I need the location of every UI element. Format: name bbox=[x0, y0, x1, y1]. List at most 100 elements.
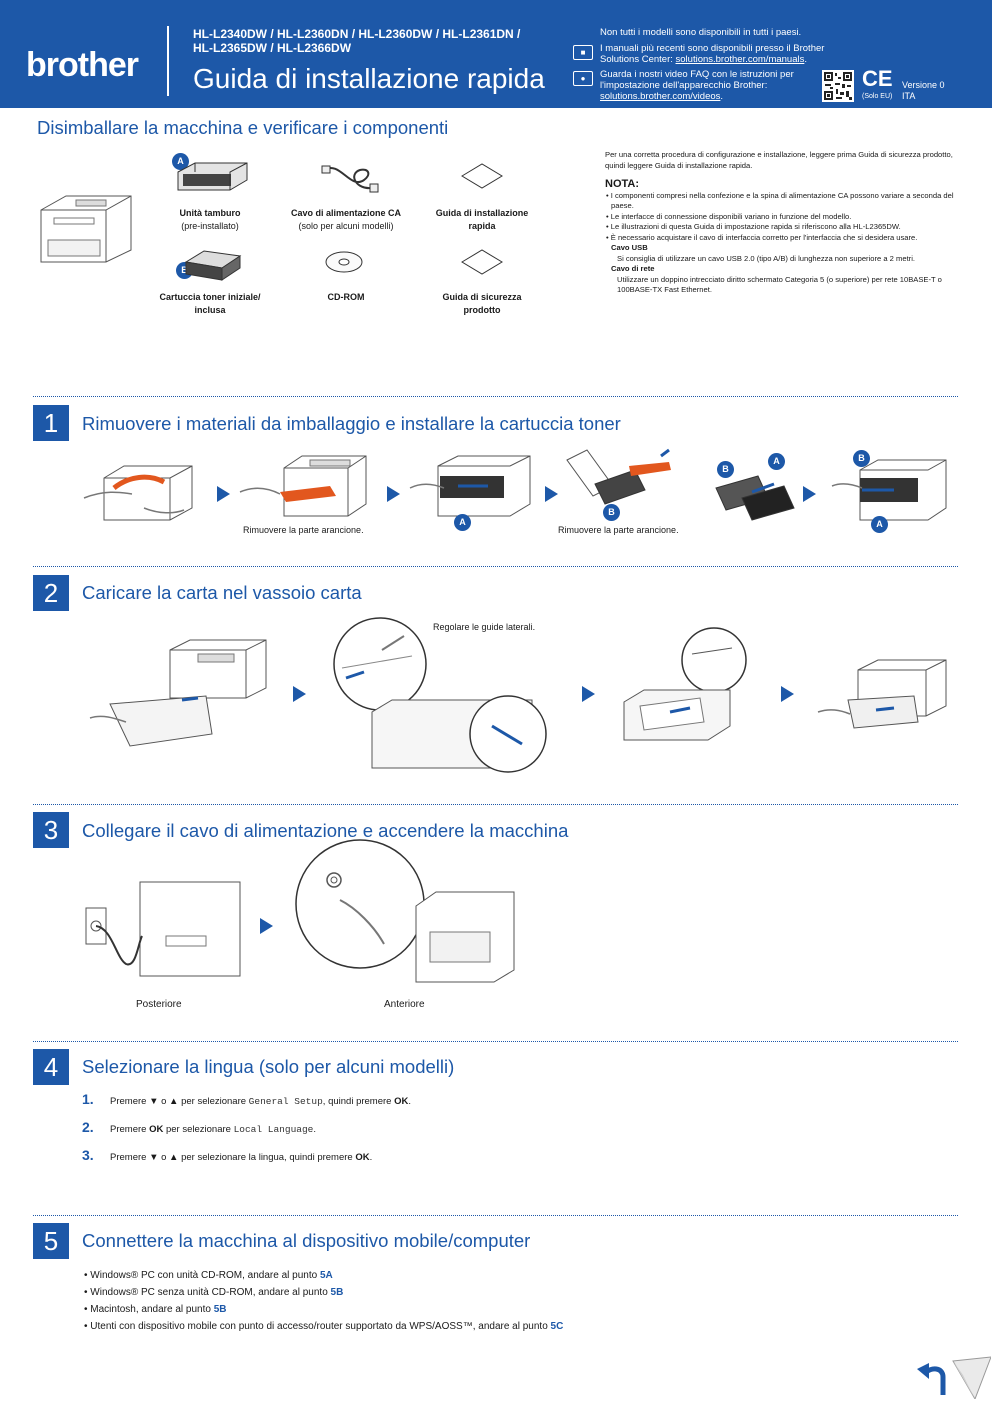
note-item: • Le illustrazioni di questa Guida di im… bbox=[606, 222, 901, 231]
connection-option: • Utenti con dispositivo mobile con punt… bbox=[84, 1321, 564, 1332]
step1-open-cover-illustration bbox=[83, 465, 193, 521]
step-2-number: 2 bbox=[33, 575, 69, 611]
drum-unit-illustration bbox=[177, 162, 248, 191]
ce-mark: CE bbox=[862, 66, 893, 91]
quick-guide-illustration bbox=[461, 163, 503, 189]
step-5-number: 5 bbox=[33, 1223, 69, 1259]
step-1-title: Rimuovere i materiali da imballaggio e i… bbox=[82, 413, 621, 434]
badge-a: A bbox=[768, 453, 785, 470]
front-label: Anteriore bbox=[384, 999, 425, 1010]
step-1-number: 1 bbox=[33, 405, 69, 441]
arrow-icon bbox=[582, 686, 595, 702]
step2-insert-tray-illustration bbox=[817, 659, 947, 729]
step-3-number: 3 bbox=[33, 812, 69, 848]
arrow-icon bbox=[781, 686, 794, 702]
step-2-divider bbox=[33, 566, 958, 567]
setup-notes: Per una corretta procedura di configuraz… bbox=[605, 150, 957, 296]
step2-caption: Regolare le guide laterali. bbox=[433, 622, 536, 632]
goto-5b-link[interactable]: 5B bbox=[330, 1287, 344, 1298]
badge-b: B bbox=[853, 450, 870, 467]
step1-remove-drum-illustration bbox=[409, 455, 531, 517]
step-3-divider bbox=[33, 804, 958, 805]
step1-remove-orange-illustration bbox=[239, 455, 367, 517]
step2-load-paper-illustration bbox=[623, 627, 747, 741]
connection-option: • Windows® PC con unità CD-ROM, andare a… bbox=[84, 1270, 333, 1281]
goto-5a-link[interactable]: 5A bbox=[319, 1270, 333, 1281]
video-info: Guarda i nostri video FAQ con le istruzi… bbox=[600, 69, 794, 102]
toner-label: Cartuccia toner iniziale/inclusa bbox=[159, 292, 261, 315]
cdrom-label: CD-ROM bbox=[327, 292, 365, 302]
step2-pull-tray-illustration bbox=[89, 639, 267, 747]
document-title: Guida di installazione rapida bbox=[193, 63, 545, 94]
model-line-1: HL-L2340DW / HL-L2360DN / HL-L2360DW / H… bbox=[193, 27, 521, 41]
language-step-3: 3.Premere ▼ o ▲ per selezionare la lingu… bbox=[82, 1147, 373, 1163]
step1-insert-toner-illustration bbox=[715, 475, 795, 521]
model-list: HL-L2340DW / HL-L2360DN / HL-L2360DW / H… bbox=[193, 27, 573, 55]
arrow-icon bbox=[293, 686, 306, 702]
step-4-divider bbox=[33, 1041, 958, 1042]
step1-caption-1: Rimuovere la parte arancione. bbox=[243, 525, 364, 535]
network-cable-heading: Cavo di rete bbox=[611, 264, 655, 273]
arrow-icon bbox=[545, 486, 558, 502]
network-cable-text: Utilizzare un doppino intrecciato diritt… bbox=[617, 274, 942, 295]
step1-reinstall-drum-illustration bbox=[831, 459, 947, 521]
connection-option: • Windows® PC senza unità CD-ROM, andare… bbox=[84, 1287, 344, 1298]
power-cable-illustration bbox=[321, 165, 379, 193]
unpack-title: Disimballare la macchina e verificare i … bbox=[37, 117, 449, 138]
arrow-icon bbox=[387, 486, 400, 502]
nota-heading: NOTA: bbox=[605, 178, 640, 190]
step-5-divider bbox=[33, 1215, 958, 1216]
badge-b: B bbox=[603, 504, 620, 521]
printer-illustration bbox=[40, 195, 132, 263]
rear-label: Posteriore bbox=[136, 999, 182, 1010]
intro-text: Per una corretta procedura di configuraz… bbox=[605, 150, 953, 170]
step-4-title: Selezionare la lingua (solo per alcuni m… bbox=[82, 1056, 455, 1077]
model-line-2: HL-L2365DW / HL-L2366DW bbox=[193, 41, 352, 55]
step3-rear-cable-illustration bbox=[85, 881, 241, 977]
ce-subtext: (Solo EU) bbox=[862, 93, 893, 100]
safety-guide-illustration bbox=[461, 249, 503, 275]
arrow-icon bbox=[803, 486, 816, 502]
step-5-title: Connettere la macchina al dispositivo mo… bbox=[82, 1230, 531, 1251]
step-2-title: Caricare la carta nel vassoio carta bbox=[82, 582, 362, 603]
manuals-link[interactable]: solutions.brother.com/manuals bbox=[675, 54, 805, 65]
version-info: Versione 0 ITA bbox=[902, 80, 945, 101]
connection-option: • Macintosh, andare al punto 5B bbox=[84, 1304, 227, 1315]
step1-caption-2: Rimuovere la parte arancione. bbox=[558, 525, 679, 535]
videos-link[interactable]: solutions.brother.com/videos bbox=[600, 91, 721, 102]
step-1-divider bbox=[33, 396, 958, 397]
arrow-icon bbox=[217, 486, 230, 502]
header-banner: brother HL-L2340DW / HL-L2360DN / HL-L23… bbox=[0, 0, 992, 108]
cd-rom-illustration bbox=[325, 251, 363, 273]
note-item: • I componenti compresi nella confezione… bbox=[606, 190, 954, 211]
step1-unpack-toner-illustration bbox=[566, 448, 671, 505]
availability-notice: Non tutti i modelli sono disponibili in … bbox=[600, 27, 802, 38]
turn-page-icon[interactable] bbox=[915, 1355, 991, 1399]
note-item: • Le interfacce di connessione disponibi… bbox=[606, 211, 852, 221]
goto-5c-link[interactable]: 5C bbox=[550, 1321, 564, 1332]
badge-a: A bbox=[454, 514, 471, 531]
brother-logo: brother bbox=[26, 46, 139, 84]
arrow-icon bbox=[260, 918, 273, 934]
drum-label: Unità tamburo(pre-installato) bbox=[179, 208, 241, 231]
toner-cartridge-illustration bbox=[184, 250, 242, 281]
badge-b: B bbox=[717, 461, 734, 478]
video-icon: ● bbox=[573, 71, 593, 86]
power-cable-label: Cavo di alimentazione CA(solo per alcuni… bbox=[290, 208, 402, 231]
badge-a: A bbox=[871, 516, 888, 533]
step2-adjust-guides-illustration bbox=[333, 617, 547, 773]
language-step-1: 1.Premere ▼ o ▲ per selezionare General … bbox=[82, 1091, 411, 1107]
book-icon: ■ bbox=[573, 45, 593, 60]
manuals-info: I manuali più recenti sono disponibili p… bbox=[600, 43, 825, 65]
header-divider bbox=[167, 26, 169, 96]
step-4-number: 4 bbox=[33, 1049, 69, 1085]
usb-cable-heading: Cavo USB bbox=[611, 243, 648, 252]
note-item: • È necessario acquistare il cavo di int… bbox=[606, 232, 918, 242]
qr-code-icon bbox=[822, 70, 854, 102]
usb-cable-text: Si consiglia di utilizzare un cavo USB 2… bbox=[617, 253, 915, 263]
step3-power-button-illustration bbox=[295, 839, 515, 983]
goto-5b-link[interactable]: 5B bbox=[213, 1304, 227, 1315]
language-step-2: 2.Premere OK per selezionare Local Langu… bbox=[82, 1119, 317, 1135]
